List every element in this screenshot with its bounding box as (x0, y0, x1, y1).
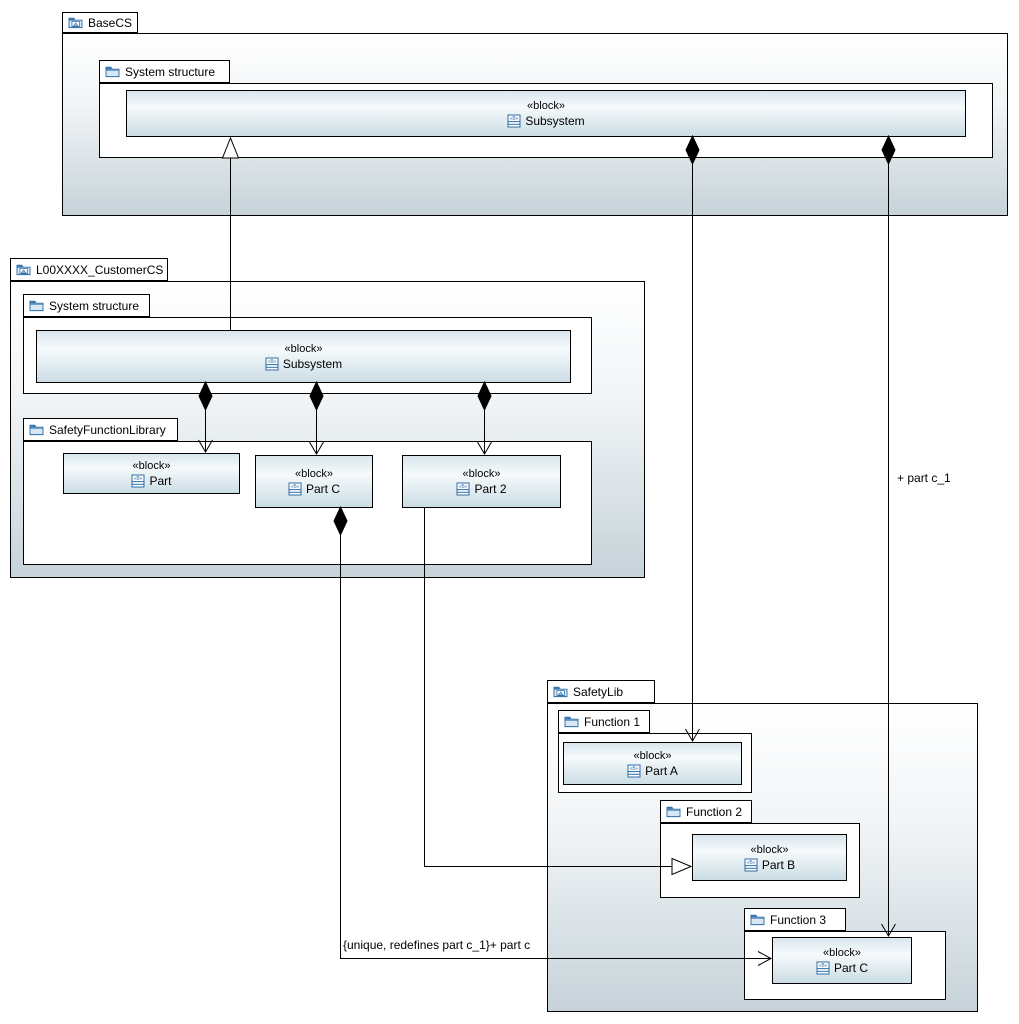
package-tab-system-structure-customer[interactable]: System structure (23, 294, 150, 317)
package-tab-system-structure-base[interactable]: System structure (99, 60, 230, 83)
folder-icon (105, 65, 120, 78)
block-icon (816, 961, 830, 975)
package-tab-safetyfunctionlibrary[interactable]: SafetyFunctionLibrary (23, 418, 178, 441)
block-part[interactable]: «block» Part (63, 453, 240, 494)
package-name-safetylib: SafetyLib (573, 684, 624, 699)
block-name: Part B (761, 857, 796, 872)
folder-icon (29, 423, 44, 436)
package-tab-safetylib[interactable]: SafetyLib (547, 680, 655, 703)
package-diagram-icon (553, 685, 568, 698)
block-name: Part C (305, 481, 340, 496)
block-name: Part 2 (474, 481, 507, 496)
block-stereotype: «block» (284, 342, 323, 355)
block-stereotype: «block» (462, 467, 501, 480)
block-stereotype: «block» (295, 467, 333, 480)
block-subsystem-base[interactable]: «block» Subsystem (126, 90, 966, 137)
block-name: Part C (833, 960, 868, 975)
block-name: Subsystem (282, 356, 343, 371)
block-icon (265, 357, 279, 371)
block-icon (288, 482, 302, 496)
block-name: Part A (645, 763, 678, 778)
package-diagram-icon (68, 16, 83, 29)
folder-icon (750, 913, 765, 926)
composition-base-subsystem-to-part-a[interactable] (685, 134, 700, 742)
folder-icon (666, 805, 681, 818)
block-part-b[interactable]: «block» Part B (692, 834, 847, 881)
package-tab-basecs[interactable]: BaseCS (62, 12, 138, 33)
package-name-system-structure-customer: System structure (49, 298, 140, 313)
block-icon (627, 764, 641, 778)
package-name-basecs: BaseCS (88, 15, 133, 30)
block-part-2[interactable]: «block» Part 2 (402, 455, 561, 508)
block-part-c-library[interactable]: «block» Part C (255, 455, 373, 508)
block-icon (507, 114, 521, 128)
block-stereotype: «block» (823, 946, 861, 959)
package-tab-customercs[interactable]: L00XXXX_CustomerCS (10, 258, 168, 281)
connector-label-redefines-part-c[interactable]: {unique, redefines part c_1}+ part c (343, 938, 531, 952)
block-stereotype: «block» (527, 99, 565, 112)
package-name-function-1: Function 1 (584, 714, 641, 729)
folder-icon (564, 715, 579, 728)
package-tab-function-2[interactable]: Function 2 (660, 800, 752, 823)
package-tab-function-1[interactable]: Function 1 (558, 710, 650, 733)
block-icon (744, 858, 758, 872)
package-name-customercs: L00XXXX_CustomerCS (36, 262, 164, 277)
block-stereotype: «block» (132, 459, 171, 472)
block-icon (131, 474, 145, 488)
package-diagram-icon (16, 263, 31, 276)
package-tab-function-3[interactable]: Function 3 (744, 908, 846, 931)
block-part-a[interactable]: «block» Part A (563, 742, 742, 785)
block-subsystem-customer[interactable]: «block» Subsystem (36, 330, 571, 383)
folder-icon (29, 299, 44, 312)
package-name-system-structure-base: System structure (125, 64, 216, 79)
block-stereotype: «block» (750, 843, 789, 856)
package-name-function-3: Function 3 (770, 912, 827, 927)
package-name-function-2: Function 2 (686, 804, 743, 819)
block-part-c-function-3[interactable]: «block» Part C (772, 937, 912, 984)
block-name: Part (149, 473, 172, 488)
connector-label-part-c-1[interactable]: + part c_1 (897, 471, 951, 485)
block-name: Subsystem (525, 113, 585, 128)
block-stereotype: «block» (633, 749, 672, 762)
package-name-safetyfunctionlibrary: SafetyFunctionLibrary (49, 422, 166, 437)
block-icon (456, 482, 470, 496)
